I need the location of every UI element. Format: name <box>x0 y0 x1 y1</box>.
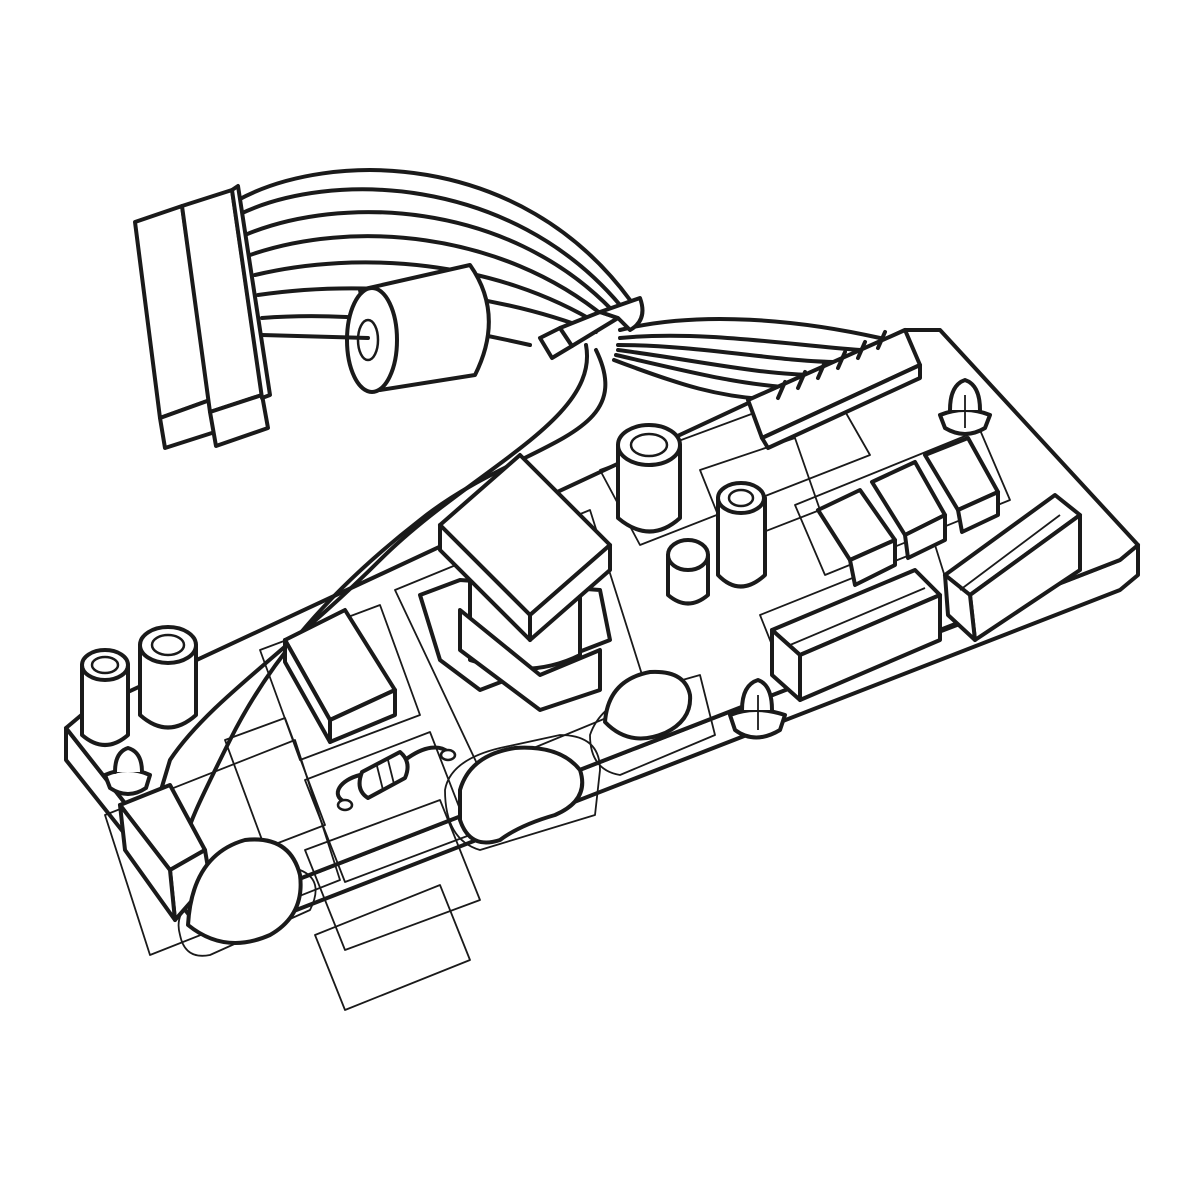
ic-chip-right-1 <box>816 488 897 587</box>
header-connector-right <box>746 328 922 450</box>
resistor <box>335 745 457 812</box>
standoff-right-top <box>938 378 992 436</box>
capacitor-tall <box>716 481 767 589</box>
capacitor-small <box>666 538 710 606</box>
standoff-left <box>103 746 152 796</box>
relay-left <box>118 783 212 922</box>
ic-chip-right-2 <box>870 460 947 560</box>
component-blob-left <box>186 837 303 945</box>
ic-chip-right-3 <box>923 436 1000 534</box>
component-blob-right <box>603 669 693 741</box>
ic-chip-left <box>283 608 397 744</box>
standoff-right-mid <box>728 678 787 740</box>
relay-right-upper <box>943 493 1082 642</box>
cable-tie <box>538 296 645 360</box>
capacitor-left-2 <box>138 625 198 730</box>
capacitor-left-1 <box>80 648 130 747</box>
ferrite-bead <box>260 263 491 394</box>
relay-right-lower <box>770 568 942 702</box>
component-blob-center <box>458 745 585 845</box>
capacitor-large <box>616 423 682 534</box>
harness-connector-left <box>133 184 272 450</box>
transformer <box>418 453 612 712</box>
